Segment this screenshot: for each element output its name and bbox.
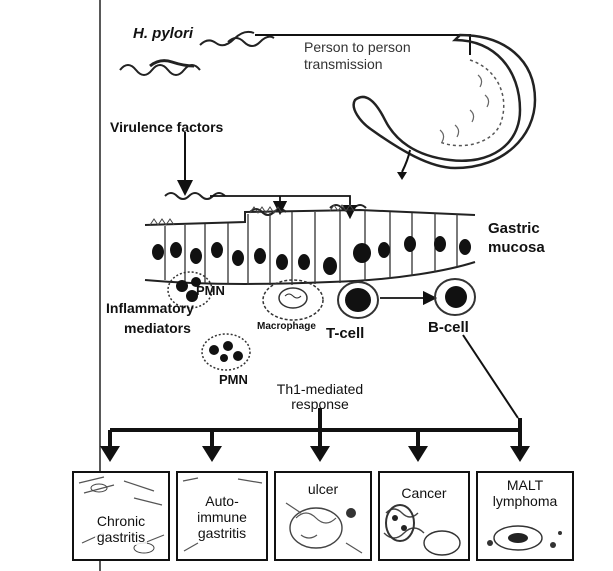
outcome-label-line2: lymphoma (491, 493, 560, 509)
bcell-to-malt-arrow (463, 335, 518, 418)
virulence-factors-label: Virulence factors (110, 120, 223, 135)
outcome-arrows (100, 430, 530, 462)
t-cell-label: T-cell (326, 326, 364, 343)
pmn-cell-icon (202, 334, 250, 370)
outcome-box-autoimmune-gastritis: Auto- immune gastritis (176, 471, 268, 561)
outcome-label-line1: Chronic (95, 513, 147, 529)
outcome-box-chronic-gastritis: Chronic gastritis (72, 471, 170, 561)
outcome-label-line1: Auto- (203, 493, 240, 509)
h-pylori-label: H. pylori (133, 26, 193, 43)
outcome-label-line2: gastritis (95, 529, 147, 545)
gastric-mucosa-label-line2: mucosa (488, 240, 545, 257)
outcome-label-line2: immune (195, 509, 249, 525)
outcome-label-line1: Cancer (399, 485, 448, 501)
b-cell-icon (435, 279, 475, 315)
bacterium-icon (228, 37, 274, 46)
inflammatory-mediators-label-line2: mediators (124, 321, 191, 336)
gastric-mucosa-label-line1: Gastric (488, 221, 540, 238)
outcome-label-line1: ulcer (306, 481, 340, 497)
th1-response-label-line2: response (272, 397, 368, 412)
pmn-top-label: PMN (196, 284, 225, 298)
outcome-label-line3: gastritis (196, 525, 248, 541)
inflammatory-mediators-label-line1: Inflammatory (106, 301, 194, 316)
t-cell-icon (338, 282, 378, 318)
transmission-label-line2: transmission (304, 57, 383, 72)
transmission-label-line1: Person to person (304, 40, 411, 55)
outcome-box-malt-lymphoma: MALT lymphoma (476, 471, 574, 561)
b-cell-label: B-cell (428, 320, 469, 337)
macrophage-cell-icon (263, 280, 323, 320)
outcome-box-cancer: Cancer (378, 471, 470, 561)
outcome-box-ulcer: ulcer (274, 471, 372, 561)
outcome-label-line1: MALT (505, 477, 545, 493)
pmn-bottom-label: PMN (219, 373, 248, 387)
macrophage-label: Macrophage (257, 321, 316, 332)
gastric-mucosa-epithelium (145, 205, 475, 285)
